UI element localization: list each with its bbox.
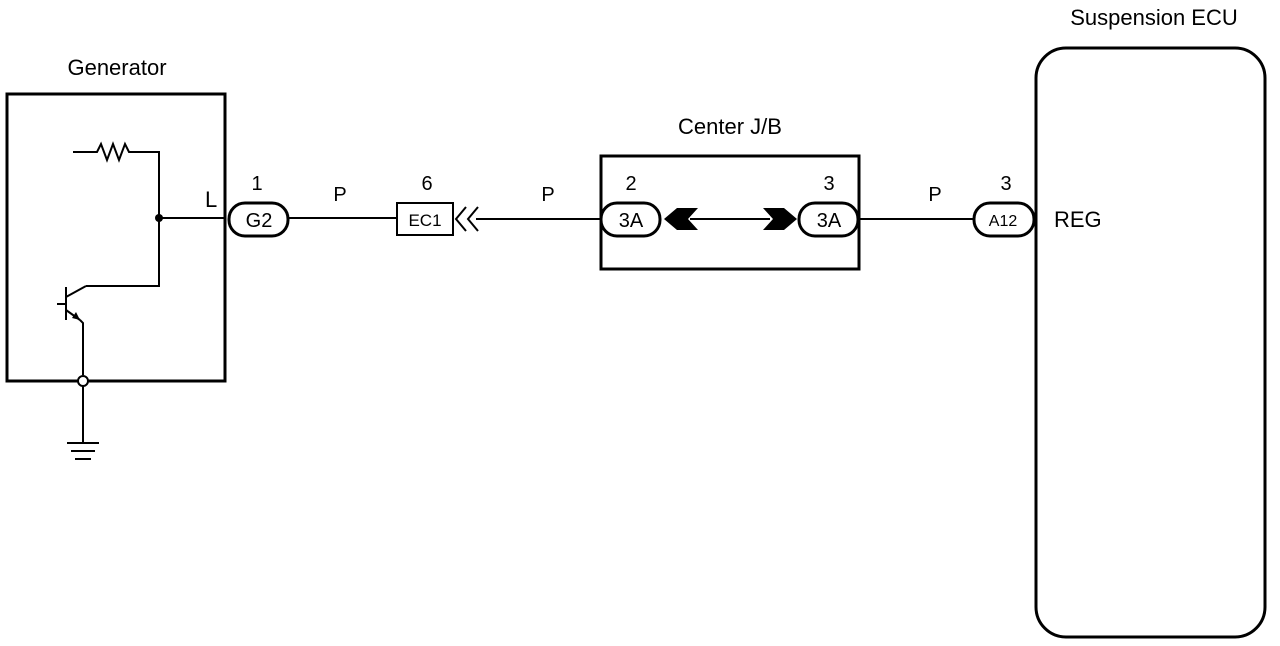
transistor-symbol (57, 285, 87, 375)
connector-ec1-pin: 6 (421, 173, 432, 195)
generator-box (5, 92, 227, 383)
connector-g2-pin: 1 (251, 173, 262, 195)
connector-a12-pin: 3 (1000, 173, 1011, 195)
generator: Generator L (5, 55, 227, 460)
arrow-right-icon (763, 208, 797, 230)
connector-jb-in-pin: 2 (625, 173, 636, 195)
wire-3-color: P (928, 184, 941, 206)
center-jb-title: Center J/B (678, 114, 782, 139)
connector-jb-out-code: 3A (817, 210, 842, 232)
connector-g2-code: G2 (246, 210, 273, 232)
center-jb: Center J/B 2 3A 3 3A (599, 114, 861, 271)
wire-2-color: P (541, 184, 554, 206)
chevron-icon (454, 206, 467, 232)
connector-a12-code: A12 (989, 213, 1018, 230)
connector-jb-out-pin: 3 (823, 173, 834, 195)
generator-title: Generator (67, 55, 166, 80)
suspension-ecu-title: Suspension ECU (1070, 5, 1238, 30)
resistor-symbol (73, 141, 160, 218)
connector-a12: 3 A12 (972, 173, 1036, 238)
suspension-ecu-box (1034, 46, 1267, 639)
connector-ec1-code: EC1 (408, 211, 441, 230)
arrow-left-icon (664, 208, 698, 230)
suspension-ecu: Suspension ECU REG (1034, 5, 1267, 639)
ground-symbol (67, 375, 99, 460)
wire-1-color: P (333, 184, 346, 206)
connector-ec1: 6 EC1 (396, 173, 479, 236)
suspension-ecu-terminal: REG (1054, 207, 1102, 232)
connector-g2: 1 G2 (227, 173, 290, 238)
connector-jb-in-code: 3A (619, 210, 644, 232)
chevron-icon (466, 206, 479, 232)
generator-terminal: L (205, 187, 217, 212)
